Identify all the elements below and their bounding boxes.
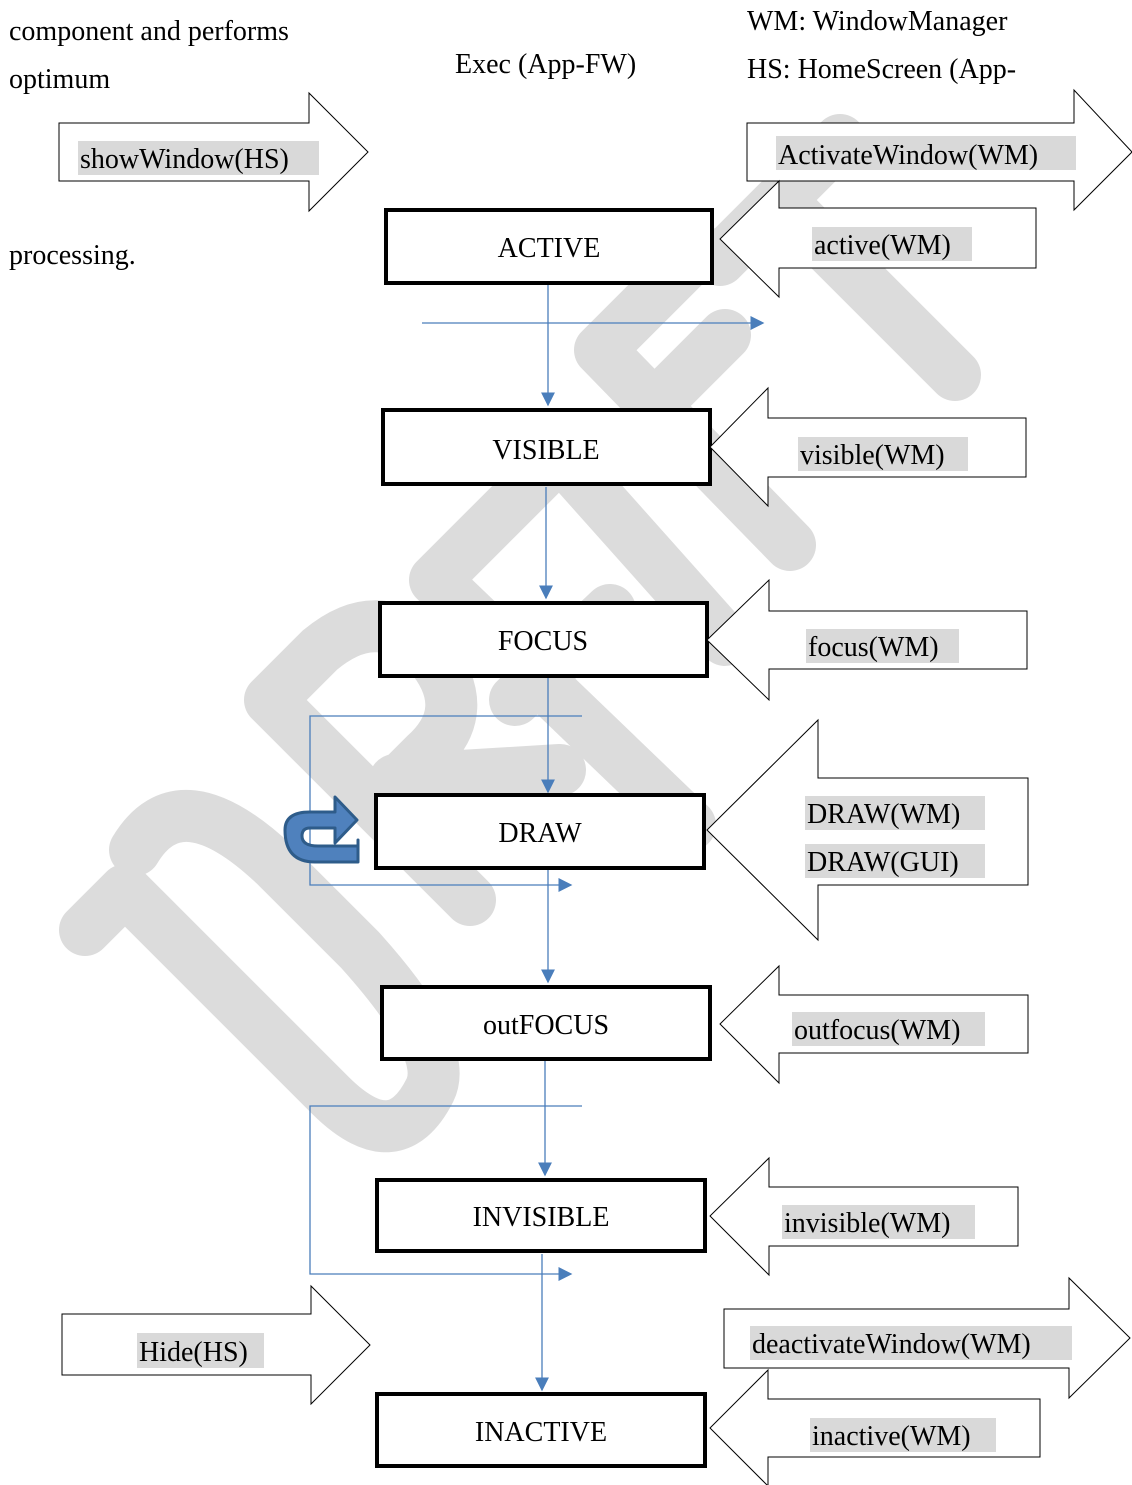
legend-hs: HS: HomeScreen (App-	[747, 54, 1016, 85]
state-draw: DRAW	[374, 793, 706, 870]
intro-text-line-3: processing.	[9, 240, 136, 271]
focus-event-arrow: focus(WM)	[706, 578, 1028, 702]
arrow-label: invisible(WM)	[784, 1208, 950, 1239]
arrow-label: outfocus(WM)	[794, 1015, 960, 1046]
state-label: DRAW	[498, 818, 582, 849]
arrow-label: visible(WM)	[800, 440, 945, 471]
intro-text-line-1: component and performs	[9, 16, 289, 47]
arrow-label: active(WM)	[814, 230, 951, 261]
u-turn-arrow-icon	[283, 795, 360, 864]
arrow-label: DRAW(WM)	[807, 799, 960, 830]
show-window-arrow: showWindow(HS)	[58, 91, 369, 213]
arrow-label: DRAW(GUI)	[807, 847, 959, 878]
invisible-event-arrow: invisible(WM)	[709, 1156, 1019, 1277]
flow-draw-loop	[309, 715, 582, 892]
state-outfocus: outFOCUS	[380, 985, 712, 1061]
arrow-label: deactivateWindow(WM)	[752, 1329, 1031, 1360]
flow-invisible-loop	[309, 1105, 582, 1281]
active-event-arrow: active(WM)	[719, 179, 1037, 299]
arrow-label: showWindow(HS)	[80, 144, 289, 175]
state-label: FOCUS	[498, 626, 588, 657]
visible-event-arrow: visible(WM)	[709, 386, 1027, 508]
arrow-label: Hide(HS)	[139, 1337, 248, 1368]
state-label: ACTIVE	[498, 233, 601, 264]
arrow-label: focus(WM)	[808, 632, 939, 663]
state-visible: VISIBLE	[381, 408, 712, 486]
intro-text-line-2: optimum	[9, 64, 110, 95]
deactivate-window-arrow: deactivateWindow(WM)	[723, 1276, 1131, 1400]
state-inactive: INACTIVE	[375, 1392, 707, 1468]
arrow-label: inactive(WM)	[812, 1421, 971, 1452]
state-label: INACTIVE	[475, 1417, 607, 1448]
state-invisible: INVISIBLE	[375, 1178, 707, 1253]
hide-arrow: Hide(HS)	[61, 1284, 371, 1406]
inactive-event-arrow: inactive(WM)	[709, 1368, 1041, 1485]
state-label: VISIBLE	[492, 435, 599, 466]
state-label: INVISIBLE	[473, 1202, 610, 1233]
exec-title: Exec (App-FW)	[455, 49, 636, 80]
arrow-label: ActivateWindow(WM)	[778, 140, 1038, 171]
outfocus-event-arrow: outfocus(WM)	[719, 964, 1029, 1085]
activate-window-arrow: ActivateWindow(WM)	[746, 88, 1132, 212]
flow-lines	[309, 285, 765, 1392]
draw-event-arrow: DRAW(WM) DRAW(GUI)	[706, 718, 1029, 942]
state-active: ACTIVE	[384, 208, 714, 285]
state-label: outFOCUS	[483, 1010, 609, 1041]
legend-wm: WM: WindowManager	[747, 6, 1008, 37]
state-focus: FOCUS	[378, 601, 709, 678]
